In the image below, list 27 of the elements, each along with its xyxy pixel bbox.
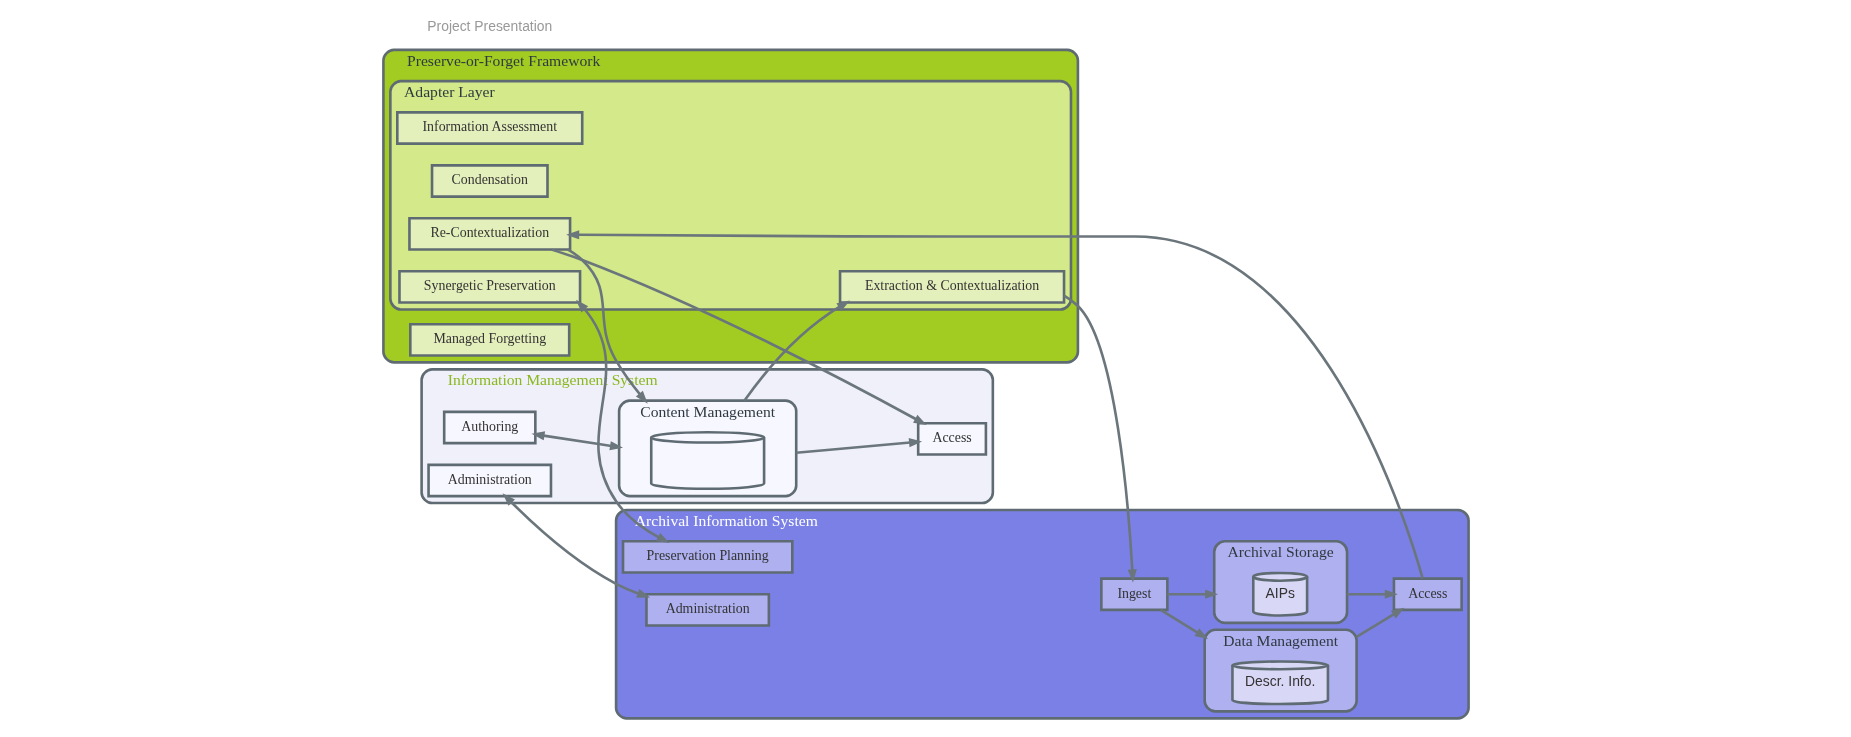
arrow	[743, 300, 850, 402]
node-box: Administration	[426, 463, 552, 498]
node-box: Administration	[644, 592, 770, 627]
node-box: Synergetic Preservation	[397, 269, 581, 304]
node-box: Preservation Planning	[621, 539, 794, 574]
arrow	[1062, 294, 1137, 583]
arrow	[550, 248, 927, 426]
node-box: Extraction & Contextualization	[838, 269, 1065, 304]
arrow	[1346, 589, 1398, 599]
node-box: Managed Forgetting	[408, 322, 570, 357]
arrow	[1159, 608, 1208, 639]
node-box: Information Assessment	[395, 111, 583, 145]
arrow	[502, 493, 650, 598]
cluster: Content Management	[617, 399, 797, 498]
arrow	[531, 431, 623, 451]
arrow	[1167, 589, 1218, 599]
arrow	[565, 230, 1424, 579]
node-box: Authoring	[442, 410, 537, 445]
node-box: Ingest	[1099, 577, 1169, 612]
label: Project Presentation	[426, 17, 552, 34]
node-box: Access	[1392, 577, 1463, 612]
node-box: Access	[916, 421, 987, 456]
arrow	[575, 299, 670, 544]
arrow	[795, 438, 922, 454]
arrow	[1355, 607, 1404, 639]
node-box: Re-Contextualization	[407, 217, 571, 251]
node-box: Condensation	[430, 164, 549, 198]
